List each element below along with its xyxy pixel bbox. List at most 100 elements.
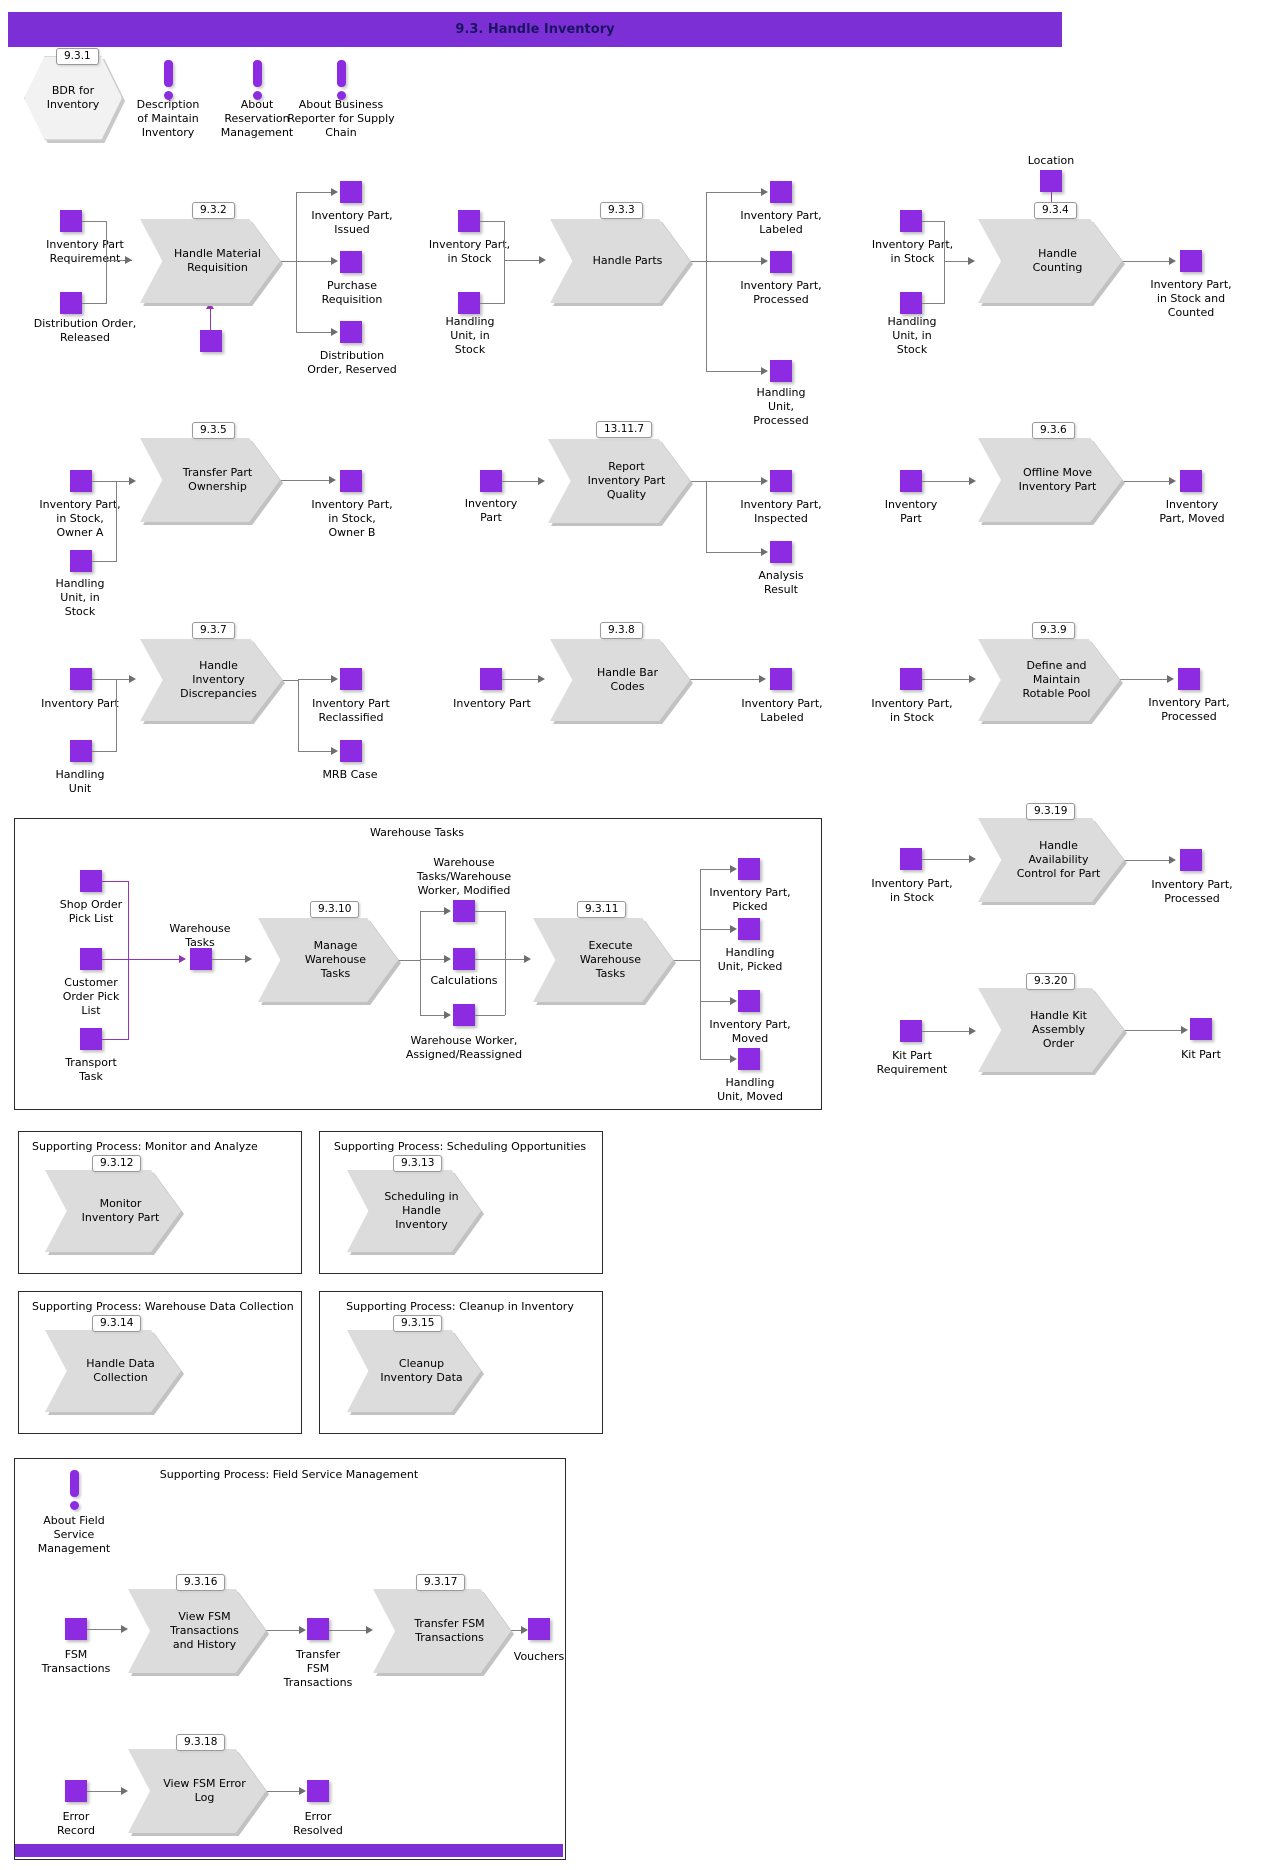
process-transfer-fsm-transactions[interactable]: Transfer FSM Transactions [373,1589,514,1676]
artifact-handling-unit-picked[interactable] [738,918,760,940]
artifact-shop-order-pick-list[interactable] [80,870,102,892]
artifact-inventory-part-moved[interactable] [1180,470,1202,492]
artifact-inventory-part-owner-b[interactable] [340,470,362,492]
artifact-inventory-part-labeled[interactable] [770,668,792,690]
artifact-label: Inventory Part, Picked [709,886,791,913]
badge-9-3-15: 9.3.15 [393,1315,443,1332]
artifact-inventory-part-moved[interactable] [738,990,760,1012]
artifact-error-record[interactable] [65,1780,87,1802]
badge-9-3-7: 9.3.7 [192,622,235,639]
artifact-inventory-part-requirement[interactable] [60,210,82,232]
artifact-inventory-part[interactable] [480,470,502,492]
artifact-location[interactable] [1040,170,1062,192]
artifact-warehouse-worker-assigned[interactable] [453,1004,475,1026]
info-link-label[interactable]: About Reservation Management [220,98,294,139]
process-cleanup-inventory-data[interactable]: Cleanup Inventory Data [347,1330,484,1415]
process-define-maintain-rotable-pool[interactable]: Define and Maintain Rotable Pool [978,639,1123,724]
artifact-inventory-part-in-stock[interactable] [458,210,480,232]
artifact-inventory-part-in-stock[interactable] [900,668,922,690]
connector-line [102,881,128,882]
artifact-handling-unit-in-stock[interactable] [70,550,92,572]
connector-line [296,332,332,333]
artifact-label: Handling Unit [55,768,105,795]
badge-9-3-6: 9.3.6 [1032,422,1075,439]
info-exclamation-icon[interactable] [64,1470,84,1510]
connector-line [92,481,132,482]
info-exclamation-icon[interactable] [158,60,178,100]
artifact-inventory-part-processed[interactable] [770,251,792,273]
artifact-mrb-case[interactable] [340,740,362,762]
info-link-label[interactable]: Description of Maintain Inventory [136,98,200,139]
artifact-inventory-part-inspected[interactable] [770,470,792,492]
page-title: 9.3. Handle Inventory [455,22,615,37]
process-view-fsm-error-log[interactable]: View FSM Error Log [128,1749,269,1836]
artifact-inventory-part-processed[interactable] [1178,668,1200,690]
bdr-hexagon[interactable]: BDR for Inventory [24,56,125,143]
artifact-inventory-part-owner-a[interactable] [70,470,92,492]
process-handle-counting[interactable]: Handle Counting [978,219,1125,306]
artifact-fsm-transactions[interactable] [65,1618,87,1640]
process-monitor-inventory-part[interactable]: Monitor Inventory Part [45,1170,184,1255]
artifact-distribution-order-reserved[interactable] [340,321,362,343]
artifact-inventory-part-reclassified[interactable] [340,668,362,690]
artifact-transfer-fsm-transactions[interactable] [307,1618,329,1640]
artifact-handling-unit-in-stock[interactable] [458,292,480,314]
artifact-analysis-result[interactable] [770,541,792,563]
artifact-vouchers[interactable] [528,1618,550,1640]
process-transfer-part-ownership[interactable]: Transfer Part Ownership [140,438,283,525]
artifact-input-square[interactable] [200,330,222,352]
process-scheduling-in-handle-inventory[interactable]: Scheduling in Handle Inventory [347,1170,484,1255]
process-handle-material-requisition[interactable]: Handle Material Requisition [140,219,283,306]
artifact-inventory-part-in-stock[interactable] [900,210,922,232]
artifact-kit-part[interactable] [1190,1018,1212,1040]
artifact-handling-unit[interactable] [70,740,92,762]
artifact-inventory-part[interactable] [480,668,502,690]
arrowhead-icon [969,855,976,863]
info-link-label[interactable]: About Business Reporter for Supply Chain [287,98,395,139]
artifact-inventory-part-processed[interactable] [1180,849,1202,871]
process-manage-warehouse-tasks[interactable]: Manage Warehouse Tasks [258,918,401,1005]
connector-line [92,751,116,752]
process-view-fsm-transactions[interactable]: View FSM Transactions and History [128,1589,269,1676]
process-report-inventory-part-quality[interactable]: Report Inventory Part Quality [548,439,693,526]
process-handle-bar-codes[interactable]: Handle Bar Codes [550,639,693,724]
process-handle-inventory-discrepancies[interactable]: Handle Inventory Discrepancies [140,639,285,724]
artifact-kit-part-requirement[interactable] [900,1020,922,1042]
connector-line [128,881,129,1040]
artifact-inventory-part-counted[interactable] [1180,250,1202,272]
artifact-label: Handling Unit, in Stock [445,315,495,356]
info-exclamation-icon[interactable] [247,60,267,100]
artifact-inventory-part-issued[interactable] [340,181,362,203]
supporting-box-title: Supporting Process: Cleanup in Inventory [346,1300,574,1313]
artifact-calculations[interactable] [453,948,475,970]
process-handle-availability-control[interactable]: Handle Availability Control for Part [978,818,1127,905]
process-execute-warehouse-tasks[interactable]: Execute Warehouse Tasks [533,918,676,1005]
arrowhead-icon [969,675,976,683]
process-handle-parts[interactable]: Handle Parts [550,219,693,306]
artifact-inventory-part[interactable] [900,470,922,492]
info-link-label[interactable]: About Field Service Management [37,1514,111,1555]
artifact-handling-unit-in-stock[interactable] [900,292,922,314]
artifact-label: Inventory Part, in Stock [871,238,954,265]
artifact-inventory-part-in-stock[interactable] [900,848,922,870]
artifact-transport-task[interactable] [80,1028,102,1050]
arrowhead-icon [761,257,768,265]
connector-line [280,480,332,481]
artifact-customer-order-pick-list[interactable] [80,948,102,970]
artifact-inventory-part-labeled[interactable] [770,181,792,203]
artifact-handling-unit-processed[interactable] [770,360,792,382]
artifact-warehouse-tasks-worker-modified[interactable] [453,900,475,922]
connector-line [690,261,706,262]
artifact-error-resolved[interactable] [307,1780,329,1802]
artifact-inventory-part[interactable] [70,668,92,690]
process-handle-data-collection[interactable]: Handle Data Collection [45,1330,184,1415]
artifact-purchase-requisition[interactable] [340,251,362,273]
process-handle-kit-assembly-order[interactable]: Handle Kit Assembly Order [978,988,1127,1075]
badge-9-3-2: 9.3.2 [192,202,235,219]
artifact-handling-unit-moved[interactable] [738,1048,760,1070]
artifact-inventory-part-picked[interactable] [738,858,760,880]
artifact-warehouse-tasks[interactable] [190,948,212,970]
artifact-distribution-order-released[interactable] [60,292,82,314]
process-offline-move-inventory-part[interactable]: Offline Move Inventory Part [978,438,1125,525]
info-exclamation-icon[interactable] [331,60,351,100]
